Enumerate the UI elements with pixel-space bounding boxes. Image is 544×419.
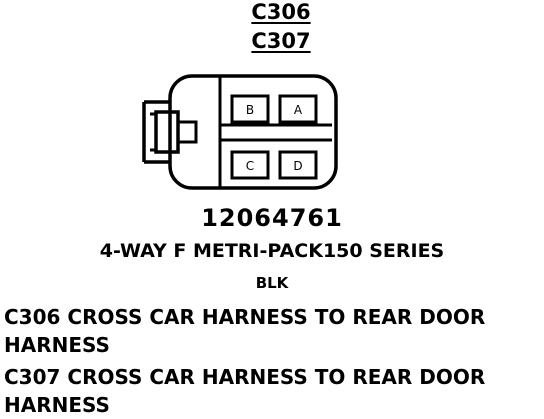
connector-label-c306: C306 <box>251 0 311 24</box>
connector-description-c306: C306 CROSS CAR HARNESS TO REAR DOOR HARN… <box>4 305 486 357</box>
pin-label-d: D <box>293 159 302 173</box>
connector-label-c307: C307 <box>251 29 311 53</box>
pin-cavity-b <box>230 94 270 124</box>
connector-color: BLK <box>255 274 289 292</box>
pin-cavity-c <box>230 150 270 180</box>
cavity-separator <box>220 123 332 142</box>
lock-hatching <box>150 112 156 152</box>
locking-tab <box>154 110 180 154</box>
pin-cavity-a <box>278 94 318 124</box>
pin-label-c: C <box>246 159 254 173</box>
pin-cavity-d <box>278 150 318 180</box>
lock-bracket <box>142 100 170 164</box>
connector-description-c307: C307 CROSS CAR HARNESS TO REAR DOOR HARN… <box>4 365 486 417</box>
pin-label-b: B <box>246 103 254 117</box>
pin-label-a: A <box>294 103 303 117</box>
connector-face-diagram: B A C D <box>142 74 338 190</box>
part-number: 12064761 <box>201 204 343 232</box>
inner-rib <box>178 120 198 144</box>
connector-housing <box>168 74 338 190</box>
connector-series: 4-WAY F METRI-PACK150 SERIES <box>99 240 445 262</box>
